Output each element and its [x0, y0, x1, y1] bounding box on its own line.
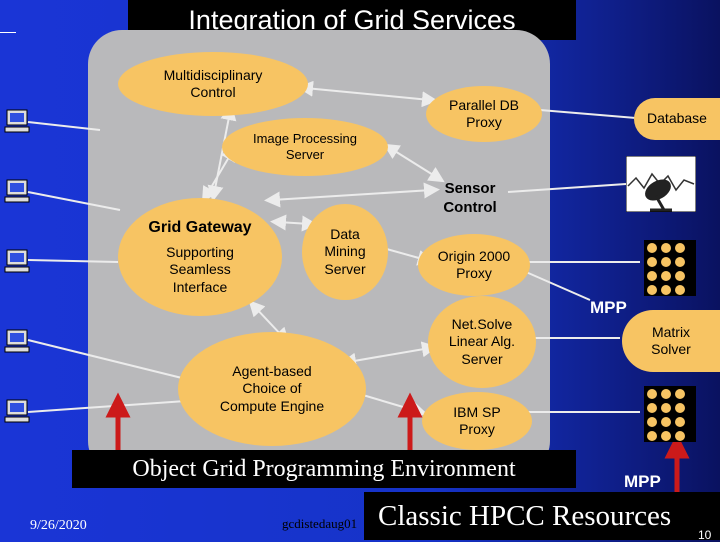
node-origin-2000: Origin 2000 Proxy: [418, 234, 530, 296]
node-sensor-control: Sensor Control: [443, 180, 497, 216]
link-origin-mpp2: [525, 271, 591, 301]
footer-date: 9/26/2020: [30, 518, 87, 533]
mpp-label-lower: MPP: [624, 472, 661, 491]
mpp-grid-icon-lower: [644, 386, 696, 442]
mpp-label-upper: MPP: [590, 298, 627, 317]
node-agent-based: Agent-based Choice of Compute Engine: [178, 332, 366, 446]
node-matrix-solver: Matrix Solver: [622, 310, 720, 372]
node-parallel-db-label: Parallel DB Proxy: [448, 96, 520, 131]
resources-banner: Classic HPCC Resources: [364, 492, 720, 540]
node-matrix-solver-label: Matrix Solver: [651, 323, 691, 358]
link-pc2: [27, 191, 121, 211]
node-data-mining: Data Mining Server: [302, 204, 388, 300]
link-multi-pdb: [297, 80, 438, 108]
node-ibm-sp-label: IBM SP Proxy: [453, 403, 501, 438]
node-agent-based-label: Agent-based Choice of Compute Engine: [219, 362, 325, 414]
node-netsolve-label: Net.Solve Linear Alg. Server: [448, 315, 516, 367]
node-ibm-sp: IBM SP Proxy: [422, 392, 532, 450]
page-number: 10: [698, 528, 712, 542]
node-database: Database: [634, 98, 720, 140]
footer-label: gcdistedaug01: [282, 516, 358, 531]
computer-icon: [4, 109, 30, 133]
computer-icon: [4, 399, 30, 423]
node-grid-gateway-sub: Supporting Seamless Interface: [166, 243, 234, 295]
link-sensor-image: [507, 183, 627, 193]
link-gateway-sensor: [264, 182, 440, 208]
computer-icon: [4, 329, 30, 353]
link-pc4: [27, 339, 191, 381]
link-imgproc-sensor: [383, 143, 445, 183]
node-grid-gateway-title: Grid Gateway: [148, 218, 252, 236]
link-agent-netsolve: [340, 341, 438, 369]
title-underline: [0, 32, 16, 33]
computer-icon: [4, 249, 30, 273]
link-pc3: [27, 259, 119, 263]
node-data-mining-label: Data Mining Server: [324, 225, 366, 277]
satellite-dish-image: [626, 156, 696, 212]
computer-icon: [4, 179, 30, 203]
node-database-label: Database: [647, 110, 707, 127]
node-image-processing: Image Processing Server: [222, 118, 388, 176]
node-multidisciplinary-label: Multidisciplinary Control: [163, 66, 263, 101]
node-netsolve: Net.Solve Linear Alg. Server: [428, 296, 536, 388]
node-image-processing-label: Image Processing Server: [252, 130, 358, 162]
link-gateway-datamining: [270, 214, 318, 232]
node-parallel-db: Parallel DB Proxy: [426, 86, 542, 142]
link-gateway-multi: [207, 104, 237, 202]
node-multidisciplinary: Multidisciplinary Control: [118, 52, 308, 116]
environment-banner: Object Grid Programming Environment: [72, 450, 576, 488]
link-pc5: [27, 399, 201, 413]
link-pdb-database: [539, 109, 637, 119]
link-pc1: [27, 121, 101, 131]
node-grid-gateway: Grid Gateway Supporting Seamless Interfa…: [118, 198, 282, 316]
node-origin-2000-label: Origin 2000 Proxy: [437, 247, 511, 282]
mpp-grid-icon-upper: [644, 240, 696, 296]
